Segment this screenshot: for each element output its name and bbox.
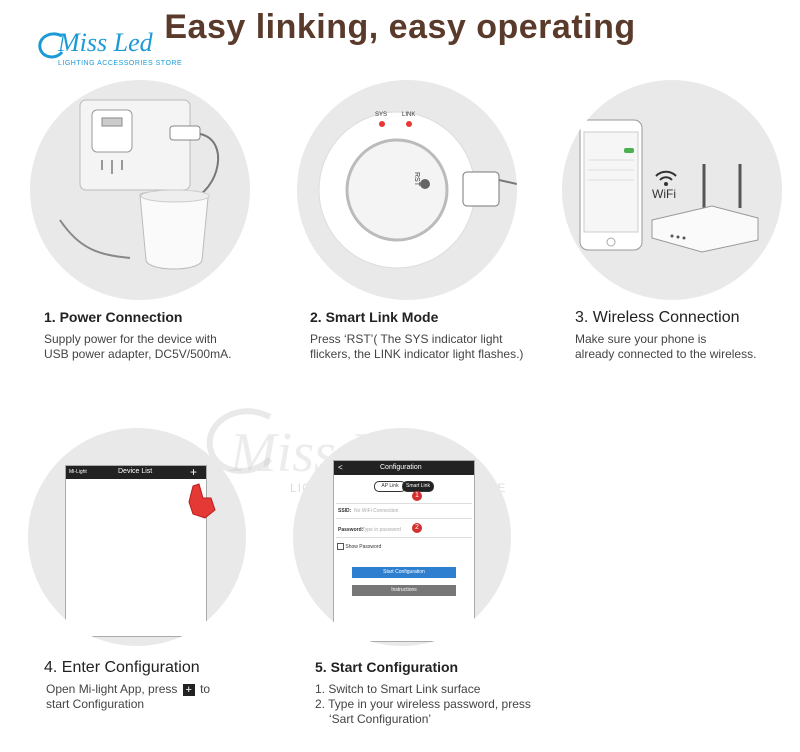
step4-description: Open Mi-light App, press + to start Conf…: [46, 682, 211, 711]
app-header: Mi-Light Device List +: [66, 465, 206, 479]
app-title: Device List: [118, 468, 153, 475]
wireless-connection-illustration: WiFi: [562, 80, 782, 300]
password-label: Password:: [338, 527, 364, 533]
start-configuration-illustration: < Configuration AP Link Smart Link 1 SSI…: [293, 428, 511, 646]
start-configuration-button[interactable]: Start Configuration: [352, 567, 456, 578]
app-brand: Mi-Light: [69, 469, 87, 475]
rst-label: RST: [413, 172, 420, 187]
step-badge-2: 2: [412, 523, 422, 533]
step5-description: 1. Switch to Smart Link surface 2. Type …: [315, 682, 531, 726]
tap-hand-icon: [188, 483, 216, 519]
step5-title: 5. Start Configuration: [315, 659, 459, 675]
usb-plug-icon: [169, 125, 201, 141]
config-header: < Configuration: [334, 461, 474, 475]
step1-title: 1. Power Connection: [44, 309, 183, 325]
step4-title: 4. Enter Configuration: [44, 659, 200, 676]
show-password-checkbox[interactable]: Show Password: [337, 543, 381, 550]
link-label: LINK: [402, 112, 415, 118]
logo-name: Miss Led: [58, 28, 153, 57]
config-title: Configuration: [380, 464, 422, 471]
usb-connector-icon: [462, 171, 500, 207]
sys-indicator-icon: [379, 121, 385, 127]
sys-label: SYS: [375, 112, 387, 118]
step3-description: Make sure your phone is already connecte…: [575, 332, 757, 361]
plus-icon: +: [182, 683, 195, 696]
password-placeholder: Type in password: [362, 527, 401, 533]
enter-configuration-illustration: Mi-Light Device List +: [28, 428, 246, 646]
controller-device-icon: [139, 190, 209, 270]
add-device-button[interactable]: +: [190, 465, 198, 479]
ssid-field[interactable]: SSID: No WiFi Connection: [336, 503, 472, 519]
smart-link-illustration: SYS LINK RST: [297, 80, 517, 300]
page-title: Easy linking, easy operating: [164, 8, 636, 46]
back-button[interactable]: <: [338, 463, 343, 472]
password-field[interactable]: Password: Type in password 2: [336, 523, 472, 538]
logo-subtitle: LIGHTING ACCESSORIES STORE: [58, 60, 183, 67]
logo-swirl-icon: [38, 32, 64, 59]
config-screen: < Configuration AP Link Smart Link 1 SSI…: [333, 460, 475, 642]
usb-adapter-icon: [91, 109, 133, 153]
ssid-value: No WiFi Connection: [354, 508, 399, 514]
step-badge-1: 1: [412, 491, 422, 501]
rst-button-icon: [420, 179, 430, 189]
checkbox-icon: [337, 543, 344, 550]
step1-description: Supply power for the device with USB pow…: [44, 332, 232, 361]
wifi-label: WiFi: [652, 187, 676, 201]
link-indicator-icon: [406, 121, 412, 127]
ssid-label: SSID:: [338, 508, 352, 514]
step3-title: 3. Wireless Connection: [575, 309, 740, 326]
wifi-icon: [655, 170, 677, 177]
step2-title: 2. Smart Link Mode: [310, 309, 439, 325]
instructions-button[interactable]: Instructions: [352, 585, 456, 596]
power-connection-illustration: [30, 80, 250, 300]
brand-logo: Miss Led LIGHTING ACCESSORIES STORE: [36, 28, 186, 78]
step2-description: Press ‘RST’( The SYS indicator light fli…: [310, 332, 524, 361]
app-screen: Mi-Light Device List +: [65, 465, 207, 637]
router-icon: [651, 205, 759, 253]
show-password-label: Show Password: [345, 543, 382, 550]
